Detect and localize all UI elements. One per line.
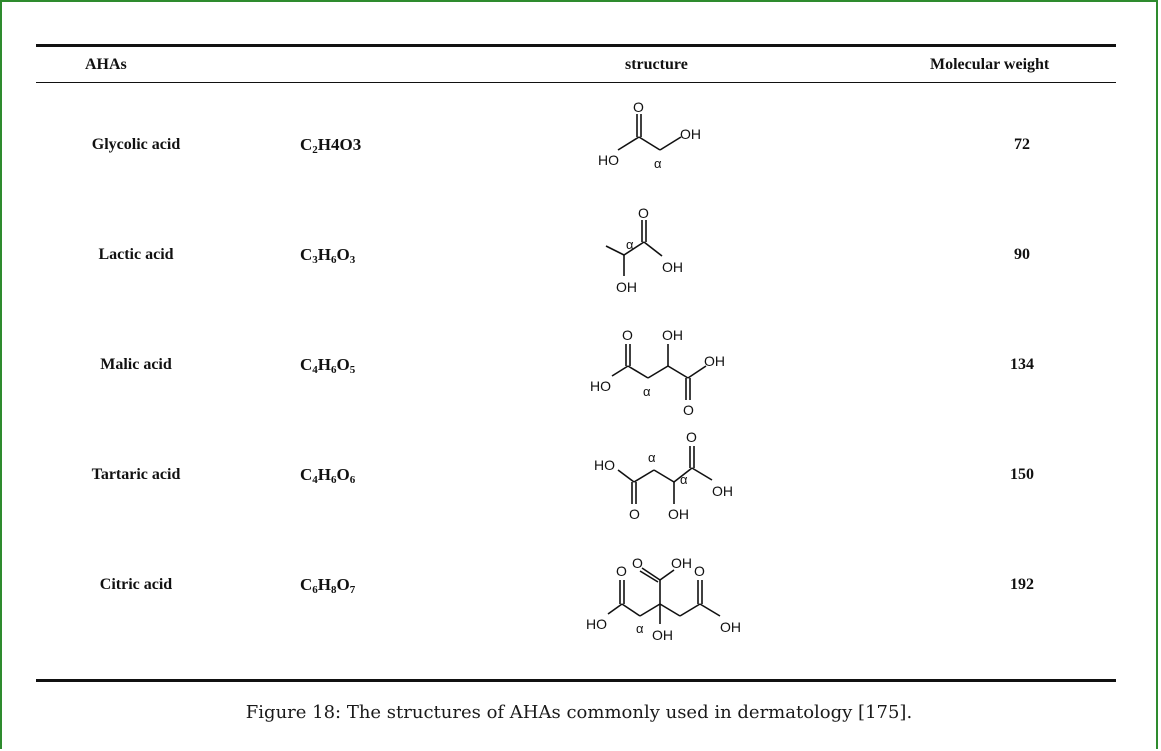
header-molecular-weight: Molecular weight [930,56,1050,73]
table-header-rule [36,82,1116,83]
structure-lactic-acid: O OH OH α [556,202,796,312]
molecular-weight: 90 [1014,246,1030,263]
atom-o: O [622,327,633,343]
chemical-formula: C6H8O7 [300,575,356,596]
table-top-rule [36,44,1116,47]
table-row: Glycolic acid C2H4O3 O OH HO α 72 [36,92,1116,202]
figure-caption: Figure 18: The structures of AHAs common… [245,702,913,723]
atom-oh: OH [662,327,683,343]
molecular-weight: 72 [1014,136,1030,153]
acid-name: Tartaric acid [91,466,181,483]
atom-ho: HO [586,616,607,632]
acid-name: Malic acid [100,356,172,373]
alpha-label: α [680,472,688,487]
alpha-label: α [626,237,634,252]
structure-malic-acid: O OH OH HO O α [556,312,796,422]
atom-oh: OH [652,627,673,642]
atom-o: O [683,402,694,418]
atom-ho: HO [594,457,615,473]
header-structure: structure [625,56,688,73]
atom-ho: HO [590,378,611,394]
acid-name: Glycolic acid [91,136,181,153]
chemical-formula: C2H4O3 [300,135,362,156]
table-row: Lactic acid C3H6O3 O OH OH α 90 [36,202,1116,312]
atom-oh: OH [616,279,637,295]
chemical-formula: C3H6O3 [300,245,356,266]
atom-oh: OH [662,259,683,275]
atom-oh: OH [704,353,725,369]
table-row: Citric acid C6H8O7 O O OH O HO OH OH [36,532,1116,642]
atom-o: O [686,429,697,445]
table-bottom-rule [36,679,1116,682]
chemical-formula: C4H6O6 [300,465,356,486]
alpha-label: α [654,156,662,171]
header-ahas: AHAs [85,56,127,73]
chemical-formula: C4H6O5 [300,355,356,376]
atom-oh: OH [680,126,701,142]
alpha-label: α [636,621,644,636]
structure-glycolic-acid: O OH HO α [556,92,796,202]
table-row: Malic acid C4H6O5 O OH OH HO O α 134 [36,312,1116,422]
alpha-label: α [648,450,656,465]
acid-name: Lactic acid [98,246,174,263]
atom-o: O [633,99,644,115]
atom-oh: OH [671,555,692,571]
alpha-label: α [643,384,651,399]
atom-o: O [694,563,705,579]
structure-citric-acid: O O OH O HO OH OH α [556,532,796,642]
acid-name: Citric acid [99,576,173,593]
table-row: Tartaric acid C4H6O6 HO O OH O OH α α 15… [36,422,1116,532]
molecular-weight: 150 [1010,466,1034,483]
atom-o: O [616,563,627,579]
atom-o: O [638,205,649,221]
atom-o: O [632,555,643,571]
structure-tartaric-acid: HO O OH O OH α α [556,422,796,532]
molecular-weight: 192 [1010,576,1034,593]
atom-oh: OH [720,619,741,635]
atom-oh: OH [712,483,733,499]
atom-ho: HO [598,152,619,168]
atom-o: O [629,506,640,522]
molecular-weight: 134 [1010,356,1034,373]
atom-oh: OH [668,506,689,522]
